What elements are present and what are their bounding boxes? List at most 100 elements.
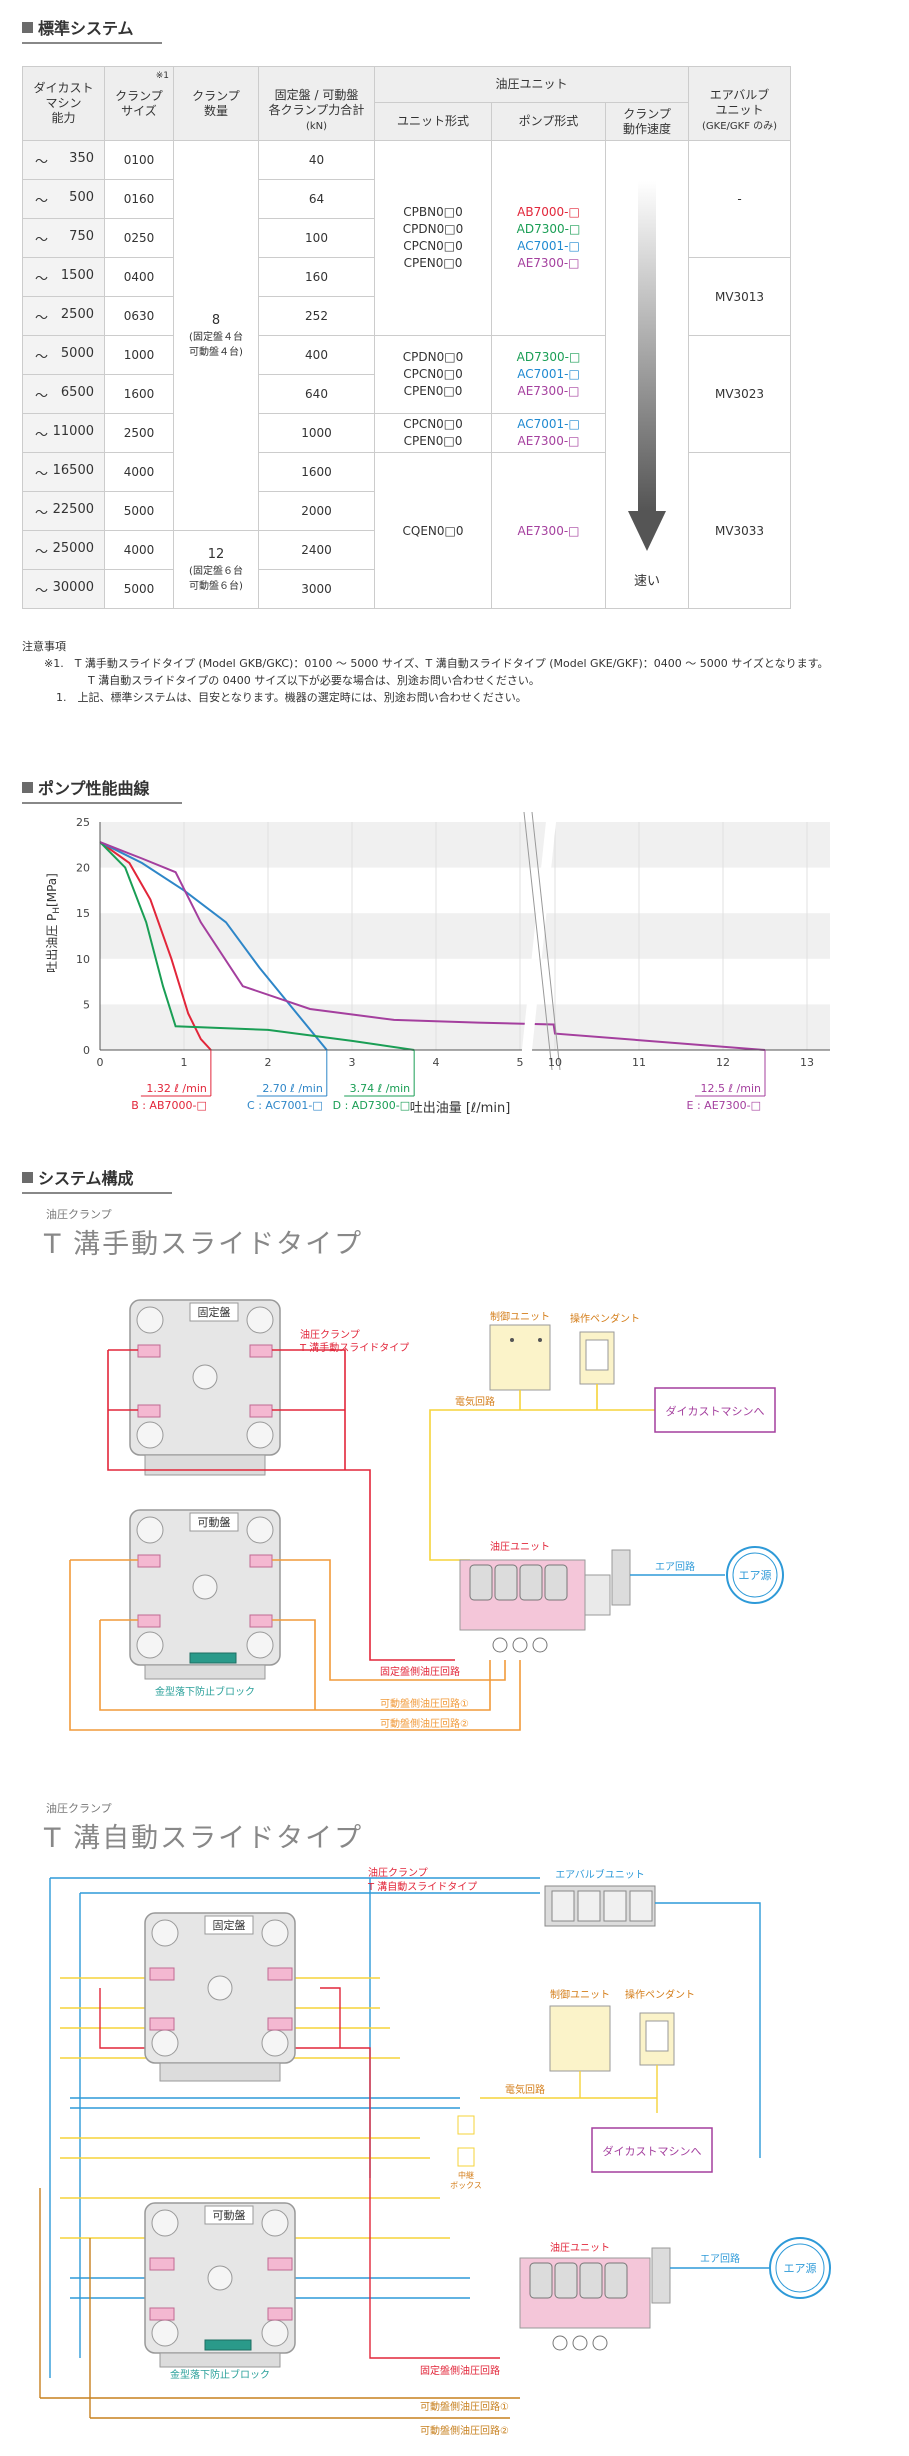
table-cell-qty-12: 12 (固定盤６台 可動盤６台) xyxy=(173,530,259,609)
air-circuit-label: エア回路 xyxy=(655,1560,695,1573)
pump-group-4: AE7300-□ xyxy=(491,452,606,609)
clamp-type-label: T 溝自動スライドタイプ xyxy=(367,1880,477,1893)
series-name: C : AC7001-□ xyxy=(247,1099,323,1112)
axis-break-line xyxy=(523,811,553,1071)
y-tick-label: 5 xyxy=(83,998,90,1011)
clamp-type-label: T 溝手動スライドタイプ xyxy=(299,1341,409,1354)
y-axis-label: 吐出油圧 PH[MPa] xyxy=(45,873,62,973)
x-tick-label: 2 xyxy=(265,1056,272,1069)
x-tick-label: 3 xyxy=(349,1056,356,1069)
svg-text:操作ペンダント: 操作ペンダント xyxy=(570,1312,640,1325)
diagram2-caption: 油圧クランプ xyxy=(46,1802,112,1815)
moving-circuit-2-label: 可動盤側油圧回路② xyxy=(420,2424,509,2437)
table-cell-force: 1000 xyxy=(258,413,375,453)
axis-break xyxy=(520,810,558,1068)
chart-background xyxy=(100,822,830,1050)
svg-text:操作ペンダント: 操作ペンダント xyxy=(625,1988,695,2001)
table-cell-size: 0100 xyxy=(104,140,174,180)
section-title: 標準システム xyxy=(38,19,134,38)
moving-plate: 可動盤 xyxy=(144,2202,296,2368)
control-unit: 制御ユニット xyxy=(489,1310,551,1391)
speed-arrow xyxy=(628,181,667,551)
electric-line xyxy=(429,1384,655,1561)
table-cell-size: 0400 xyxy=(104,257,174,297)
svg-text:油圧ユニット: 油圧ユニット xyxy=(490,1540,550,1553)
section-title: システム構成 xyxy=(38,1169,134,1188)
operation-pendant: 操作ペンダント xyxy=(625,1988,695,2066)
air-valve-1: - xyxy=(688,140,792,258)
diecast-label: ダイカストマシンへ xyxy=(666,1404,765,1418)
th-pump-type: ポンプ形式 xyxy=(491,102,606,141)
table-cell-capacity: ～11000 xyxy=(22,413,105,453)
control-unit: 制御ユニット xyxy=(549,1988,611,2072)
speed-label: 速い xyxy=(634,574,661,589)
clamp-icons xyxy=(149,1967,293,2321)
table-cell-size: 4000 xyxy=(104,452,174,492)
moving-plate-label: 可動盤 xyxy=(198,1515,231,1529)
moving-hydraulic-line-2 xyxy=(99,1619,491,1711)
system-diagram-auto: 固定盤 可動盤 油圧クランプ T 溝自動スライドタイプ エアバルブユニット 制御… xyxy=(39,1866,831,2437)
table-cell-capacity: ～6500 xyxy=(22,374,105,414)
series-line xyxy=(99,841,766,1051)
diecast-box xyxy=(591,2127,713,2173)
section-header-pump: ポンプ性能曲線 xyxy=(22,774,182,804)
air-valve-unit: エアバルブユニット xyxy=(544,1868,656,1927)
section-header-system: システム構成 xyxy=(22,1164,172,1194)
table-cell-capacity: ～25000 xyxy=(22,530,105,570)
table-cell-force: 40 xyxy=(258,140,375,180)
x-tick-label: 12 xyxy=(716,1056,730,1069)
fixed-plate: 固定盤 xyxy=(129,1299,281,1476)
table-cell-capacity: ～5000 xyxy=(22,335,105,375)
svg-text:制御ユニット: 制御ユニット xyxy=(490,1310,550,1323)
moving-plate-label: 可動盤 xyxy=(213,2208,246,2222)
drop-block-icon xyxy=(189,1652,237,1664)
chart-axes xyxy=(99,810,830,1071)
table-cell-capacity: ～2500 xyxy=(22,296,105,336)
y-tick-label: 20 xyxy=(76,862,90,875)
fixed-hydraulic-line xyxy=(107,1349,455,1661)
drop-block-icon xyxy=(204,2339,252,2351)
note-1b: T 溝自動スライドタイプの 0400 サイズ以下が必要な場合は、別途お問い合わせ… xyxy=(88,674,540,687)
table-cell-force: 400 xyxy=(258,335,375,375)
x-tick-label: 13 xyxy=(800,1056,814,1069)
diecast-label: ダイカストマシンへ xyxy=(603,2144,702,2158)
table-cell-size: 5000 xyxy=(104,569,174,609)
moving-circuit-1-label: 可動盤側油圧回路① xyxy=(380,1697,469,1710)
section-bullet xyxy=(22,21,33,33)
x-tick-label: 1 xyxy=(181,1056,188,1069)
series-name: B : AB7000-□ xyxy=(131,1099,207,1112)
th-speed: クランプ 動作速度 xyxy=(604,102,690,141)
section-bullet xyxy=(22,781,33,793)
table-cell-force: 252 xyxy=(258,296,375,336)
fixed-plate-label: 固定盤 xyxy=(213,1918,246,1932)
diagram1-caption: 油圧クランプ xyxy=(46,1208,112,1221)
diagram1-title: T 溝手動スライドタイプ xyxy=(44,1229,364,1260)
series-name: D : AD7300-□ xyxy=(333,1099,411,1112)
air-valve-2: MV3013 xyxy=(688,257,792,336)
table-cell-size: 1000 xyxy=(104,335,174,375)
y-tick-label: 0 xyxy=(83,1044,90,1057)
x-tick-label: 11 xyxy=(632,1056,646,1069)
moving-circuit-1-label: 可動盤側油圧回路① xyxy=(420,2400,509,2413)
table-cell-force: 64 xyxy=(258,179,375,219)
electric-label: 電気回路 xyxy=(455,1395,495,1408)
y-tick-label: 25 xyxy=(76,816,90,829)
table-cell-capacity: ～30000 xyxy=(22,569,105,609)
air-circuit-label: エア回路 xyxy=(700,2252,740,2265)
system-diagram-manual: 固定盤 可動盤 油圧クランプ T 溝手動スライドタイプ 制御ユニット 操作ペンダ… xyxy=(69,1299,784,1731)
diecast-box xyxy=(654,1387,776,1433)
th-unit-type: ユニット形式 xyxy=(374,102,492,141)
electric-label: 電気回路 xyxy=(505,2083,545,2096)
fixed-plate-label: 固定盤 xyxy=(198,1305,231,1319)
relay-boxes: 中継 ボックス xyxy=(450,2115,482,2190)
drop-block-label: 金型落下防止ブロック xyxy=(155,1685,255,1698)
table-cell-size: 4000 xyxy=(104,530,174,570)
operation-pendant: 操作ペンダント xyxy=(570,1312,640,1385)
table-cell-capacity: ～500 xyxy=(22,179,105,219)
clamp-icons xyxy=(137,1344,273,1628)
th-force: 固定盤 / 可動盤 各クランプ力合計 (kN) xyxy=(258,66,375,141)
series-max-flow: 1.32 ℓ /min xyxy=(146,1082,207,1095)
y-tick-label: 10 xyxy=(76,953,90,966)
